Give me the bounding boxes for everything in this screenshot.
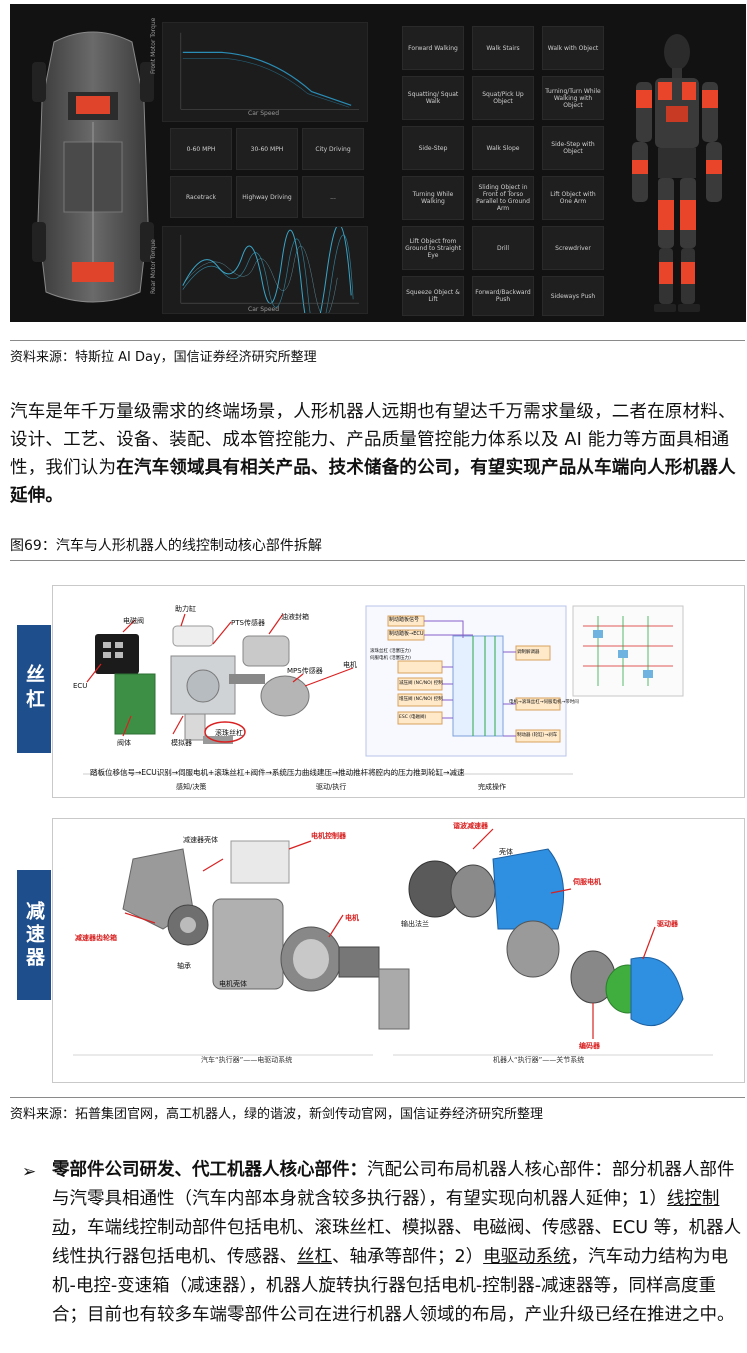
part-label-red: 电机控制器 <box>311 832 346 840</box>
part-label-highlight: 滚珠丝杠 <box>215 729 243 737</box>
car-tile: 0-60 MPH <box>170 128 232 170</box>
part-label-red: 电机 <box>345 914 359 922</box>
robot-tile: Screwdriver <box>542 226 604 270</box>
stage-label: 驱动/执行 <box>316 783 347 791</box>
stage-label: 感知/决策 <box>176 783 207 791</box>
part-label: PTS传感器 <box>231 619 265 627</box>
part-label: 模拟器 <box>171 739 192 747</box>
rear-torque-chart <box>162 226 368 314</box>
robot-tile: Turning While Walking <box>402 176 464 220</box>
car-tile: Racetrack <box>170 176 232 218</box>
robot-tile: Walk with Object <box>542 26 604 70</box>
subfigure-caption: 汽车“执行器”——电驱动系统 <box>201 1056 293 1064</box>
robot-tile: Squatting/ Squat Walk <box>402 76 464 120</box>
schematic-label: 电机→滚珠丝杠→伺服电机→带时间 <box>509 700 579 705</box>
part-label: 电机 <box>343 661 357 669</box>
underlined-term: 线控制动 <box>52 1189 720 1238</box>
bullet-text: ，车端线控制动部件包括电机、滚珠丝杠、模拟器、电磁阀、传感器、ECU 等，机器人… <box>52 1218 742 1267</box>
divider <box>10 1097 745 1098</box>
schematic-label: 制动踏板信号 <box>389 617 420 623</box>
robot-tile: Sideways Push <box>542 276 604 316</box>
bullet-text: 汽配公司布局机器人核心部件：部分机器人部件与汽零具相通性（汽车内部本身就含较多执… <box>52 1160 735 1209</box>
bullet-arrow-icon: ➢ <box>22 1162 37 1182</box>
figure69-source: 资料来源：拓普集团官网，高工机器人，绿的谐波，新剑传动官网，国信证券经济研究所整… <box>10 1107 544 1122</box>
reducer-tag: 减速器 <box>17 870 51 1000</box>
part-label-red: 编码器 <box>579 1042 600 1050</box>
robot-tile: Walk Stairs <box>472 26 534 70</box>
reducer-panel: 减速器壳体 电机控制器 减速器齿轮箱 轴承 电机壳体 电机 谐波减速器 壳体 伺… <box>52 818 745 1083</box>
screw-panel: 电磁阀 助力缸 PTS传感器 油液封箱 MPS传感器 电机 ECU 阀体 模拟器… <box>52 585 745 798</box>
robot-tile: Forward/Backward Push <box>472 276 534 316</box>
robot-tile: Side-Step with Object <box>542 126 604 170</box>
robot-tile: Squat/Pick Up Object <box>472 76 534 120</box>
part-label-red: 驱动器 <box>657 920 678 928</box>
brake-exploded-view <box>83 605 684 775</box>
figure1-source: 资料来源：特斯拉 AI Day，国信证券经济研究所整理 <box>10 350 317 365</box>
bullet-text: ，汽车动力结构为电机-电控-变速箱（减速器），机器人旋转执行器包括电机-控制器-… <box>52 1247 735 1325</box>
car-tile: ... <box>302 176 364 218</box>
rear-torque-y-label: Rear Motor Torque <box>150 239 157 294</box>
front-torque-x-label: Car Speed <box>248 110 280 117</box>
part-label-red: 谐波减速器 <box>453 822 488 830</box>
paragraph-text: 汽车是年千万量级需求的终端场景，人形机器人远期也有望达千万需求量级，二者在原材料… <box>10 402 736 478</box>
figure69-title: 图69：汽车与人形机器人的线控制动核心部件拆解 <box>10 538 322 554</box>
robot-tile: Turning/Turn While Walking with Object <box>542 76 604 120</box>
part-label: 壳体 <box>499 848 513 856</box>
schematic-label: 制动踏板→ECU <box>389 631 424 637</box>
bullet-paragraph: 零部件公司研发、代工机器人核心部件：汽配公司布局机器人核心部件：部分机器人部件与… <box>52 1156 746 1330</box>
car-cutaway-image <box>32 31 154 303</box>
divider <box>10 560 745 561</box>
schematic-label: 滚珠丝杠 (活塞压力) <box>370 649 411 654</box>
part-label: 减速器壳体 <box>183 836 218 844</box>
front-torque-y-label: Front Motor Torque <box>150 17 157 74</box>
bullet-text: 、轴承等部件；2） <box>332 1247 484 1267</box>
screw-tag: 丝杠 <box>17 625 51 753</box>
divider <box>10 340 745 341</box>
robot-tile: Walk Slope <box>472 126 534 170</box>
schematic-label: 调制解调器 <box>517 650 540 655</box>
stage-label: 完成操作 <box>478 783 506 791</box>
schematic-label: 增压阀 (NC/NO) 控制 <box>399 697 443 702</box>
rear-torque-x-label: Car Speed <box>248 306 280 313</box>
front-torque-chart <box>162 22 368 122</box>
part-label: 电磁阀 <box>123 617 144 625</box>
paragraph-bold-text: 在汽车领域具有相关产品、技术储备的公司，有望实现产品从车端向人形机器人延伸。 <box>10 458 736 506</box>
part-label: ECU <box>73 682 88 690</box>
robot-tile: Lift Object from Ground to Straight Eye <box>402 226 464 270</box>
schematic-label: 制动器 (轮缸)→刹车 <box>517 733 558 738</box>
part-label: 助力缸 <box>175 605 196 613</box>
part-label-red: 减速器齿轮箱 <box>75 934 117 942</box>
robot-tile: Lift Object with One Arm <box>542 176 604 220</box>
part-label: 油液封箱 <box>281 613 309 621</box>
car-tile: City Driving <box>302 128 364 170</box>
robot-tile: Sliding Object in Front of Torso Paralle… <box>472 176 534 220</box>
car-tile: 30-60 MPH <box>236 128 298 170</box>
drive-exploded-view <box>73 828 713 1056</box>
underlined-term: 电驱动系统 <box>483 1247 571 1267</box>
schematic-label: ESC (电磁阀) <box>399 715 427 720</box>
part-label-red: 伺服电机 <box>573 878 601 886</box>
part-label: 输出法兰 <box>401 920 429 928</box>
subfigure-caption: 机器人“执行器”——关节系统 <box>493 1056 585 1064</box>
schematic-label: 伺服电机 (活塞压力) <box>370 656 411 661</box>
body-paragraph: 汽车是年千万量级需求的终端场景，人形机器人远期也有望达千万需求量级，二者在原材料… <box>10 398 745 510</box>
robot-tile: Squeeze Object & Lift <box>402 276 464 316</box>
humanoid-robot-image <box>632 34 722 312</box>
part-label: 阀体 <box>117 739 131 747</box>
part-label: 轴承 <box>177 962 191 970</box>
underlined-term: 丝杠 <box>297 1247 332 1267</box>
car-tile: Highway Driving <box>236 176 298 218</box>
process-flow: 踏板位移信号→ECU识别→伺服电机+滚珠丝杠+阀件→系统压力曲线建压→推动推杆将… <box>90 768 465 777</box>
part-label: 电机壳体 <box>219 980 247 988</box>
tesla-ai-day-figure: Front Motor Torque Car Speed 0-60 MPH 30… <box>10 4 746 322</box>
bullet-lead: 零部件公司研发、代工机器人核心部件： <box>52 1160 367 1180</box>
schematic-label: 减压阀 (NC/NO) 控制 <box>399 681 443 686</box>
part-label: MPS传感器 <box>287 667 323 675</box>
robot-tile: Forward Walking <box>402 26 464 70</box>
robot-tile: Side-Step <box>402 126 464 170</box>
robot-tile: Drill <box>472 226 534 270</box>
